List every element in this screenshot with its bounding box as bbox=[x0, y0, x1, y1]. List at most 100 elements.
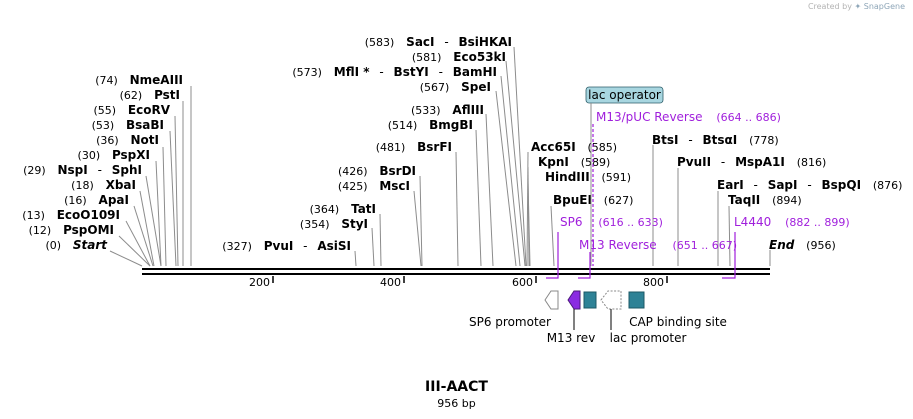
enzyme-pos: (36) bbox=[96, 134, 119, 147]
enzyme-pos: (13) bbox=[22, 209, 45, 222]
primer-name: SP6 bbox=[560, 215, 583, 229]
enzyme-pos: (0) bbox=[45, 239, 61, 252]
primer-m13-reverse: M13 Reverse (651 .. 667) bbox=[579, 238, 737, 252]
primer-name: M13/pUC Reverse bbox=[596, 110, 703, 124]
enzyme-name: MscI bbox=[379, 179, 410, 193]
credit-brand: SnapGene bbox=[863, 2, 905, 11]
enzyme-name: MflI * bbox=[334, 65, 370, 79]
enzyme-pos: (12) bbox=[29, 224, 52, 237]
primer-range: (664 .. 686) bbox=[716, 111, 781, 124]
enzyme-name: NmeAIII bbox=[130, 73, 183, 87]
primer-l4440-arrow bbox=[722, 232, 736, 279]
enzyme-ecoRV: (55) EcoRV bbox=[93, 103, 170, 117]
enzyme-sep: - bbox=[439, 65, 443, 79]
enzyme-name: PstI bbox=[154, 88, 180, 102]
enzyme-name: StyI bbox=[341, 217, 368, 231]
enzyme-name: SacI bbox=[406, 35, 434, 49]
enzyme-sep: - bbox=[303, 239, 307, 253]
enzyme-pos: (481) bbox=[376, 141, 406, 154]
enzyme-kpnI: KpnI (589) bbox=[538, 155, 610, 169]
cap-binding-site-shape bbox=[628, 291, 645, 309]
enzyme-name: SphI bbox=[112, 163, 142, 177]
snapgene-credit: Created by ✦ SnapGene bbox=[808, 2, 905, 11]
enzyme-pos: (533) bbox=[411, 104, 441, 117]
construct-title: III-AACT bbox=[425, 379, 488, 395]
enzyme-pos: (567) bbox=[420, 81, 450, 94]
enzyme-speI: (567) SpeI bbox=[420, 80, 491, 94]
sp6-promoter-arrow bbox=[544, 290, 559, 310]
enzyme-sep: - bbox=[721, 155, 725, 169]
construct-length: 956 bp bbox=[437, 397, 476, 410]
enzyme-pos: (591) bbox=[602, 171, 632, 184]
enzyme-name: PvuII bbox=[677, 155, 711, 169]
primer-range: (882 .. 899) bbox=[785, 216, 850, 229]
enzyme-name: BpuEI bbox=[553, 193, 592, 207]
primer-name: L4440 bbox=[734, 215, 771, 229]
enzyme-name: Acc65I bbox=[531, 140, 576, 154]
enzyme-mflI-group: (573) MflI * - BstYI - BamHI bbox=[292, 65, 497, 79]
enzyme-pos: (589) bbox=[581, 156, 611, 169]
enzyme-bpuEI: BpuEI (627) bbox=[553, 193, 633, 207]
enzyme-acc65I: Acc65I (585) bbox=[531, 140, 617, 154]
ruler-label: 800 bbox=[643, 276, 664, 289]
enzyme-eco53kI: (581) Eco53kI bbox=[412, 50, 506, 64]
enzyme-name: EarI bbox=[717, 178, 744, 192]
enzyme-styI: (354) StyI bbox=[300, 217, 368, 231]
enzyme-pspOMI: (12) PspOMI bbox=[29, 223, 114, 237]
enzyme-xbaI: (18) XbaI bbox=[71, 178, 136, 192]
enzyme-name: BsiHKAI bbox=[459, 35, 513, 49]
snapgene-logo-icon: ✦ bbox=[854, 2, 862, 11]
enzyme-name: BamHI bbox=[453, 65, 497, 79]
enzyme-name: BspQI bbox=[821, 178, 861, 192]
lac-operator-label: lac operator bbox=[588, 88, 661, 102]
enzyme-hindIII: HindIII (591) bbox=[545, 170, 631, 184]
enzyme-name: XbaI bbox=[106, 178, 136, 192]
enzyme-labels-top: (583) SacI - BsiHKAI (581) Eco53kI (573)… bbox=[222, 35, 512, 253]
enzyme-name: BsrDI bbox=[379, 164, 416, 178]
enzyme-nspI-group: (29) NspI - SphI bbox=[23, 163, 142, 177]
primer-labels: M13/pUC Reverse (664 .. 686) SP6 (616 ..… bbox=[560, 110, 850, 252]
enzyme-labels-left: (74) NmeAIII (62) PstI (55) EcoRV (53) B… bbox=[22, 73, 183, 252]
enzyme-name: SapI bbox=[768, 178, 798, 192]
end-marker: End (956) bbox=[769, 238, 836, 252]
enzyme-pos: (585) bbox=[588, 141, 618, 154]
m13-rev-arrow bbox=[567, 290, 581, 310]
primer-m13-reverse-arrow bbox=[578, 252, 591, 279]
enzyme-pos: (583) bbox=[365, 36, 395, 49]
enzyme-name: AflIII bbox=[452, 103, 484, 117]
enzyme-sep: - bbox=[754, 178, 758, 192]
enzyme-pos: (778) bbox=[749, 134, 779, 147]
lac-operator-box bbox=[585, 86, 664, 104]
enzyme-earI-group: EarI - SapI - BspQI (876) bbox=[717, 178, 902, 192]
enzyme-bsrFI: (481) BsrFI bbox=[376, 140, 452, 154]
ruler-label: 600 bbox=[512, 276, 533, 289]
enzyme-name: EcoRV bbox=[128, 103, 171, 117]
enzyme-name: BsrFI bbox=[417, 140, 452, 154]
enzyme-sep: - bbox=[379, 65, 383, 79]
enzyme-name: BtsI bbox=[652, 133, 679, 147]
enzyme-ecoO109I: (13) EcoO109I bbox=[22, 208, 120, 222]
primer-range: (616 .. 633) bbox=[598, 216, 663, 229]
enzyme-pos: (573) bbox=[292, 66, 322, 79]
enzyme-pos: (29) bbox=[23, 164, 46, 177]
enzyme-name: SpeI bbox=[461, 80, 491, 94]
enzyme-pos: (426) bbox=[338, 165, 368, 178]
enzyme-pspXI: (30) PspXI bbox=[78, 148, 150, 162]
enzyme-name: BstYI bbox=[394, 65, 429, 79]
enzyme-pos: (30) bbox=[78, 149, 101, 162]
lac-operator-shape bbox=[583, 291, 597, 309]
primer-m13puc-reverse: M13/pUC Reverse (664 .. 686) bbox=[596, 110, 781, 124]
ruler-label: 200 bbox=[249, 276, 270, 289]
enzyme-name: Eco53kI bbox=[453, 50, 506, 64]
enzyme-name: MspA1I bbox=[735, 155, 785, 169]
enzyme-name: EcoO109I bbox=[57, 208, 120, 222]
enzyme-mscI: (425) MscI bbox=[338, 179, 410, 193]
enzyme-pos: (581) bbox=[412, 51, 442, 64]
enzyme-name: ApaI bbox=[99, 193, 129, 207]
enzyme-name: End bbox=[769, 238, 795, 252]
ruler-label: 400 bbox=[380, 276, 401, 289]
enzyme-name: BtsαI bbox=[703, 133, 738, 147]
enzyme-leader-lines bbox=[109, 46, 771, 267]
enzyme-labels-right: Acc65I (585) KpnI (589) HindIII (591) Bp… bbox=[531, 133, 902, 252]
enzyme-pvuI-group: (327) PvuI - AsiSI bbox=[222, 239, 351, 253]
